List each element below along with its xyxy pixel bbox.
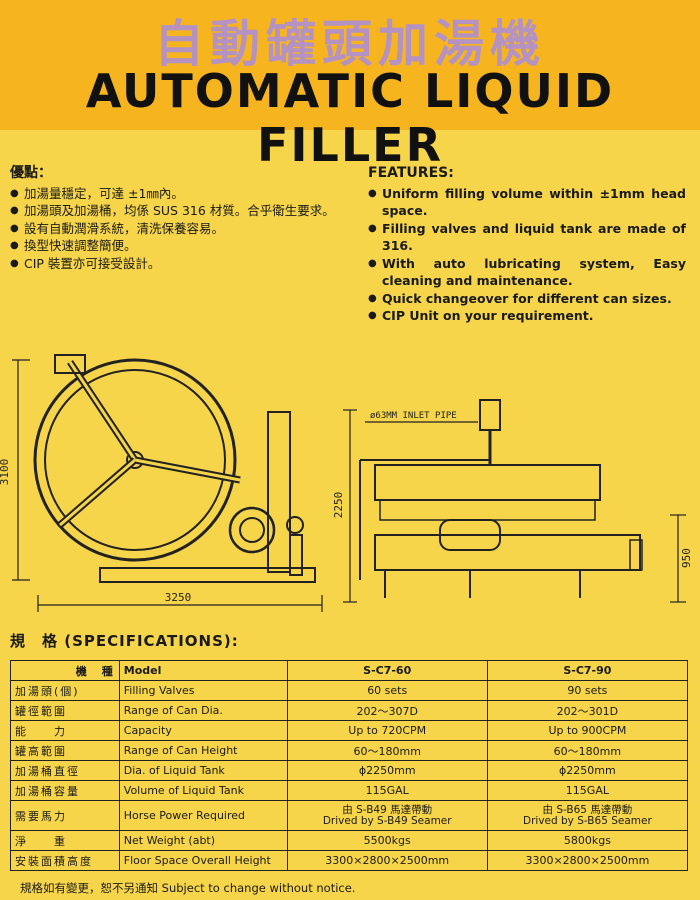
row-value-b-line2: Drived by S-B65 Seamer bbox=[523, 814, 652, 827]
table-row: 淨 重 Net Weight (abt) 5500kgs 5800kgs bbox=[10, 830, 689, 851]
dim-tank-height: 950 bbox=[680, 548, 693, 568]
row-label-en: Dia. of Liquid Tank bbox=[118, 760, 288, 781]
row-label-en: Filling Valves bbox=[118, 680, 288, 701]
row-value-a: 60 sets bbox=[286, 680, 488, 701]
row-label-en: Floor Space Overall Height bbox=[118, 850, 288, 871]
feature-en-item: Uniform filling volume within ±1mm head … bbox=[368, 185, 686, 220]
front-view-drawing bbox=[343, 399, 686, 603]
row-value-a: 115GAL bbox=[286, 780, 488, 801]
table-row: 罐高範圍 Range of Can Height 60～180mm 60～180… bbox=[10, 740, 689, 761]
table-row: 罐徑範圍 Range of Can Dia. 202～307D 202～301D bbox=[10, 700, 689, 721]
features-english-heading: FEATURES: bbox=[368, 165, 454, 181]
header-band bbox=[0, 0, 700, 130]
dim-height-left: 3100 bbox=[0, 459, 11, 486]
row-label-en: Net Weight (abt) bbox=[118, 830, 288, 851]
table-row: 安裝面積高度 Floor Space Overall Height 3300×2… bbox=[10, 850, 689, 871]
header-model-b: S-C7-90 bbox=[486, 660, 689, 681]
table-row: 加湯頭(個) Filling Valves 60 sets 90 sets bbox=[10, 680, 689, 701]
row-label-zh: 安裝面積高度 bbox=[10, 850, 120, 871]
row-value-b: ϕ2250mm bbox=[486, 760, 689, 781]
header-model-en: Model bbox=[118, 660, 288, 681]
row-label-zh: 罐徑範圍 bbox=[10, 700, 120, 721]
row-label-en: Range of Can Height bbox=[118, 740, 288, 761]
table-row: 加湯桶容量 Volume of Liquid Tank 115GAL 115GA… bbox=[10, 780, 689, 801]
row-label-en: Volume of Liquid Tank bbox=[118, 780, 288, 801]
row-value-b: 3300×2800×2500mm bbox=[486, 850, 689, 871]
row-value-a: ϕ2250mm bbox=[286, 760, 488, 781]
row-value-a: 由 S-B49 馬達帶動 Drived by S-B49 Seamer bbox=[286, 800, 488, 831]
dim-height-right: 2250 bbox=[332, 492, 345, 519]
row-label-zh: 加湯桶容量 bbox=[10, 780, 120, 801]
row-value-a: 202～307D bbox=[286, 700, 488, 721]
feature-zh-item: 換型快速調整簡便。 bbox=[10, 237, 340, 255]
feature-zh-item: 設有自動潤滑系統，清洗保養容易。 bbox=[10, 220, 340, 238]
row-label-zh: 能 力 bbox=[10, 720, 120, 741]
row-value-b: 60～180mm bbox=[486, 740, 689, 761]
row-value-a-line2: Drived by S-B49 Seamer bbox=[322, 814, 452, 827]
row-label-zh: 需要馬力 bbox=[10, 800, 120, 831]
feature-zh-item: CIP 裝置亦可接受設計。 bbox=[10, 255, 340, 273]
row-value-b: 由 S-B65 馬達帶動 Drived by S-B65 Seamer bbox=[486, 800, 689, 831]
row-value-a-line1: 由 S-B49 馬達帶動 bbox=[342, 803, 433, 816]
row-label-zh: 加湯桶直徑 bbox=[10, 760, 120, 781]
row-value-a: Up to 720CPM bbox=[286, 720, 488, 741]
header-model-a: S-C7-60 bbox=[286, 660, 488, 681]
table-row: 能 力 Capacity Up to 720CPM Up to 900CPM bbox=[10, 720, 689, 741]
row-label-zh: 淨 重 bbox=[10, 830, 120, 851]
title-english: AUTOMATIC LIQUID FILLER bbox=[85, 64, 615, 172]
specifications-table: 機 種 Model S-C7-60 S-C7-90 加湯頭(個) Filling… bbox=[10, 660, 689, 871]
row-label-en: Range of Can Dia. bbox=[118, 700, 288, 721]
row-value-a: 60～180mm bbox=[286, 740, 488, 761]
feature-zh-item: 加湯頭及加湯桶，均係 SUS 316 材質。合乎衛生要求。 bbox=[10, 202, 340, 220]
feature-en-item: Quick changeover for different can sizes… bbox=[368, 290, 686, 308]
row-label-en: Capacity bbox=[118, 720, 288, 741]
feature-en-item: With auto lubricating system, Easy clean… bbox=[368, 255, 686, 290]
row-value-b: 5800kgs bbox=[486, 830, 689, 851]
row-value-b: Up to 900CPM bbox=[486, 720, 689, 741]
feature-zh-item: 加湯量穩定，可達 ±1㎜內。 bbox=[10, 185, 340, 203]
row-value-a: 3300×2800×2500mm bbox=[286, 850, 488, 871]
header-model-zh: 機 種 bbox=[10, 660, 120, 681]
row-label-en: Horse Power Required bbox=[118, 800, 288, 831]
table-row: 加湯桶直徑 Dia. of Liquid Tank ϕ2250mm ϕ2250m… bbox=[10, 760, 689, 781]
feature-en-item: Filling valves and liquid tank are made … bbox=[368, 220, 686, 255]
table-header-row: 機 種 Model S-C7-60 S-C7-90 bbox=[10, 660, 689, 681]
row-label-zh: 加湯頭(個) bbox=[10, 680, 120, 701]
row-value-b: 90 sets bbox=[486, 680, 689, 701]
row-value-b: 115GAL bbox=[486, 780, 689, 801]
table-row: 需要馬力 Horse Power Required 由 S-B49 馬達帶動 D… bbox=[10, 800, 689, 831]
machine-drawing: 3100 3250 2250 950 ø63MM INLET PIPE bbox=[0, 354, 693, 612]
inlet-pipe-label: ø63MM INLET PIPE bbox=[370, 411, 457, 421]
features-chinese-heading: 優點： bbox=[10, 165, 52, 181]
side-view-drawing bbox=[12, 354, 323, 612]
dim-width: 3250 bbox=[165, 591, 192, 604]
row-label-zh: 罐高範圍 bbox=[10, 740, 120, 761]
row-value-b: 202～301D bbox=[486, 700, 689, 721]
row-value-a: 5500kgs bbox=[286, 830, 488, 851]
features-chinese: 優點： 加湯量穩定，可達 ±1㎜內。 加湯頭及加湯桶，均係 SUS 316 材質… bbox=[10, 165, 340, 272]
specifications-heading: 規 格 (SPECIFICATIONS): bbox=[10, 632, 239, 650]
feature-en-item: CIP Unit on your requirement. bbox=[368, 307, 686, 325]
footer-note: 規格如有變更，恕不另通知 Subject to change without n… bbox=[20, 881, 356, 895]
features-english: FEATURES: Uniform filling volume within … bbox=[368, 165, 686, 325]
row-value-b-line1: 由 S-B65 馬達帶動 bbox=[542, 803, 633, 816]
title-chinese: 自動罐頭加湯機 bbox=[154, 15, 546, 73]
